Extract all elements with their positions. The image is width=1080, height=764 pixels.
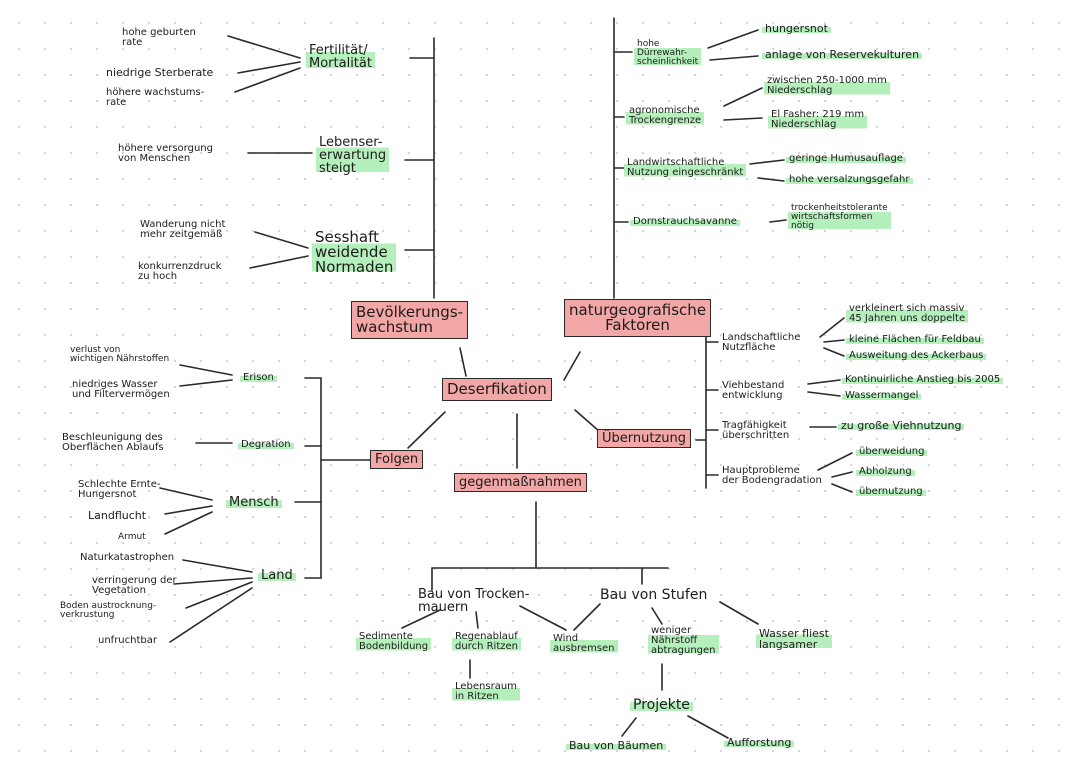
- leaf-versalzung: hohe versalzungsgefahr: [786, 175, 913, 185]
- node-hauptprobleme: Hauptprobleme der Bodengradation: [722, 465, 822, 486]
- leaf-verlust: verlust von wichtigen Nährstoffen: [70, 345, 170, 364]
- leaf-ernte: Schlechte Ernte- Hungersnot: [78, 479, 161, 500]
- leaf-zwischen: zwischen 250-1000 mm Niederschlag: [764, 76, 890, 96]
- node-degration: Degration: [238, 440, 294, 450]
- leaf-reserve: anlage von Reservekulturen: [762, 49, 923, 60]
- leaf-sedimente: Sedimente Bodenbildung: [356, 632, 432, 652]
- node-mensch: Mensch: [226, 496, 282, 509]
- leaf-elfasher: El Fasher: 219 mm Niederschlag: [768, 110, 868, 130]
- leaf-lebensraum: Lebensraum in Ritzen: [452, 682, 520, 702]
- leaf-wasser-fliest: Wasser fliest langsamer: [756, 628, 832, 650]
- node-uebernutzung: Übernutzung: [597, 429, 692, 448]
- leaf-unfruchtbar: unfruchtbar: [98, 635, 157, 646]
- node-landwirtschaft: Landwirtschaftliche Nutzung eingeschränk…: [624, 158, 747, 178]
- node-tragfaehigkeit: Tragfähigkeit überschritten: [722, 420, 790, 441]
- leaf-austrocknung: Boden austrocknung- verkrustung: [60, 601, 157, 620]
- center-node: Deserfikation: [442, 378, 552, 401]
- leaf-versorgung: höhere versorgung von Menschen: [118, 143, 213, 164]
- leaf-naturkatastrophen: Naturkatastrophen: [80, 552, 175, 563]
- leaf-anstieg: Kontinuirliche Anstieg bis 2005: [842, 375, 1004, 385]
- leaf-wachstum: höhere wachstums- rate: [106, 87, 205, 108]
- node-bevoelkerungswachstum: Bevölkerungs- wachstum: [351, 301, 469, 339]
- node-projekte: Projekte: [630, 698, 693, 712]
- leaf-hungersnot: hungersnot: [762, 23, 831, 34]
- leaf-aufforstung: Aufforstung: [724, 737, 795, 748]
- leaf-wanderung: Wanderung nicht mehr zeitgemäß: [140, 219, 226, 240]
- leaf-sterberate: niedrige Sterberate: [106, 66, 214, 79]
- leaf-abholzung: Abholzung: [856, 467, 915, 477]
- leaf-trocken: trockenheitstolerante wirtschaftsformen …: [788, 204, 891, 231]
- node-folgen: Folgen: [370, 450, 424, 469]
- node-trockenmauern: Bau von Trocken- mauern: [418, 587, 530, 615]
- node-land: Land: [258, 569, 296, 582]
- leaf-ueberweidung: überweidung: [856, 447, 928, 457]
- node-duerre: hohe Dürrewahr- scheinlichkeit: [634, 40, 702, 67]
- leaf-weniger: weniger Nährstoff abtragungen: [648, 626, 719, 656]
- leaf-landflucht: Landflucht: [88, 509, 147, 522]
- leaf-vegetation: verringerung der Vegetation: [92, 575, 177, 596]
- node-stufen: Bau von Stufen: [600, 587, 708, 603]
- node-dornstrauch: Dornstrauchsavanne: [630, 217, 740, 227]
- leaf-konkurrenz: konkurrenzdruck zu hoch: [138, 261, 222, 282]
- leaf-regenablauf: Regenablauf durch Ritzen: [452, 632, 521, 652]
- node-lebenserwartung: Lebenser- erwartung steigt: [316, 136, 390, 175]
- leaf-armut: Armut: [118, 532, 146, 542]
- node-nutzflaeche: Landschaftliche Nutzfläche: [722, 332, 801, 353]
- leaf-unutzung: übernutzung: [856, 487, 926, 497]
- leaf-kleine: kleine Flächen für Feldbau: [846, 335, 984, 345]
- leaf-geburten: hohe geburten rate: [122, 27, 196, 48]
- leaf-ausweitung: Ausweitung des Ackerbaus: [846, 351, 987, 361]
- node-sesshaft: Sesshaft weidende Normaden: [312, 230, 397, 275]
- node-erison: Erison: [240, 373, 277, 383]
- leaf-humus: geringe Humusauflage: [786, 154, 906, 164]
- leaf-wind: Wind ausbremsen: [550, 634, 618, 654]
- leaf-beschleunigung: Beschleunigung des Oberflächen Ablaufs: [62, 432, 164, 453]
- leaf-baeume: Bau von Bäumen: [566, 740, 667, 751]
- node-gegenmassnahmen: gegenmaßnahmen: [454, 473, 587, 492]
- leaf-verkleinert: verkleinert sich massiv 45 Jahren uns do…: [846, 304, 969, 324]
- node-viehbestand: Viehbestand entwicklung: [722, 380, 785, 401]
- node-naturgeografische-faktoren: naturgeografische Faktoren: [564, 299, 712, 337]
- leaf-niedriges: niedriges Wasser und Filtervermögen: [72, 379, 170, 400]
- node-fertilitaet: Fertilität/ Mortalität: [306, 44, 375, 70]
- leaf-wassermangel: Wassermangel: [842, 391, 922, 401]
- node-agronomische: agronomische Trockengrenze: [626, 106, 705, 126]
- leaf-grosse: zu große Viehnutzung: [838, 420, 965, 431]
